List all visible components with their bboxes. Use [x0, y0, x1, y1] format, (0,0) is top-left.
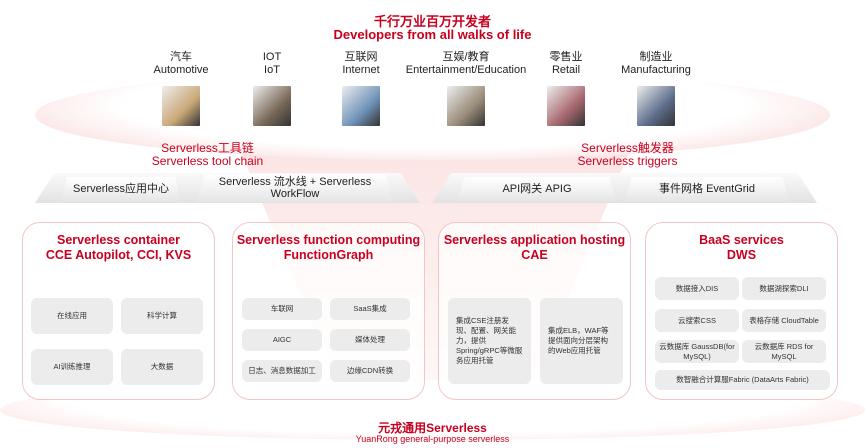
toolchain-title-en: Serverless tool chain: [151, 154, 264, 168]
industry-image: [342, 86, 380, 126]
card-title-line2: DWS: [726, 248, 757, 262]
service-tile[interactable]: 媒体处理: [330, 329, 410, 351]
industry-label-cn: 制造业: [639, 51, 673, 63]
triggers-title-en: Serverless triggers: [577, 154, 678, 168]
service-tile[interactable]: 表格存储 CloudTable: [742, 309, 826, 332]
card-title-line2: CAE: [521, 248, 548, 262]
service-tile[interactable]: 数智融合计算服Fabric (DataArts Fabric): [655, 370, 830, 390]
industry-label-en: Entertainment/Education: [405, 64, 527, 76]
card-title-line1: Serverless container: [57, 233, 180, 247]
service-tile[interactable]: 日志、消息数据加工: [242, 360, 322, 382]
service-tile[interactable]: 云数据库 GaussDB(for MySQL): [655, 340, 739, 363]
toolchain-item-workflow[interactable]: Serverless 流水线 + Serverless WorkFlow: [197, 174, 393, 202]
service-tile[interactable]: 车联网: [242, 298, 322, 320]
toolchain-item-app-center[interactable]: Serverless应用中心: [62, 177, 180, 201]
industry-label-cn: IOT: [262, 51, 282, 63]
service-tile[interactable]: AI训练推理: [31, 349, 113, 385]
industry-label-en: Manufacturing: [621, 64, 691, 76]
service-tile[interactable]: 大数据: [121, 349, 203, 385]
industry-label-en: IoT: [264, 64, 280, 76]
industry-image: [547, 86, 585, 126]
industry-label-en: Automotive: [153, 64, 209, 76]
service-tile[interactable]: 集成CSE注册发现、配置、网关能力，提供Spring/gRPC等微服务应用托管: [448, 298, 531, 384]
service-tile[interactable]: 科学计算: [121, 298, 203, 334]
title-en: Developers from all walks of life: [333, 27, 532, 42]
industry-label-cn: 互娱/教育: [442, 51, 490, 63]
service-tile[interactable]: 数据接入DIS: [655, 277, 739, 300]
industry-label-en: Internet: [342, 64, 380, 76]
service-tile[interactable]: 集成ELB，WAF等提供面向分层架构的Web应用托管: [540, 298, 623, 384]
card-title-line2: CCE Autopilot, CCI, KVS: [45, 248, 192, 262]
triggers-title-cn: Serverless触发器: [581, 141, 674, 155]
toolchain-title-cn: Serverless工具链: [161, 141, 254, 155]
card-title-line1: BaaS services: [699, 233, 784, 247]
card-title-line1: Serverless function computing: [236, 233, 421, 247]
industry-label-cn: 汽车: [170, 51, 192, 63]
trigger-item-eventgrid[interactable]: 事件网格 EventGrid: [625, 177, 789, 201]
service-tile[interactable]: AIGC: [242, 329, 322, 351]
industry-image: [637, 86, 675, 126]
card-title-line1: Serverless application hosting: [443, 233, 626, 247]
industry-label-cn: 零售业: [549, 51, 583, 63]
title-cn: 千行万业百万开发者: [373, 14, 491, 29]
service-tile[interactable]: 边缘CDN转换: [330, 360, 410, 382]
footer-en: YuanRong general-purpose serverless: [355, 434, 510, 444]
industry-image: [447, 86, 485, 126]
service-tile[interactable]: 云数据库 RDS for MySQL: [742, 340, 826, 363]
service-tile[interactable]: 在线应用: [31, 298, 113, 334]
industry-label-cn: 互联网: [344, 51, 378, 63]
trigger-item-apig[interactable]: API网关 APIG: [458, 177, 616, 201]
card-title-line2: FunctionGraph: [283, 248, 374, 262]
service-tile[interactable]: 数据湖探索DLI: [742, 277, 826, 300]
service-tile[interactable]: 云搜索CSS: [655, 309, 739, 332]
service-tile[interactable]: SaaS集成: [330, 298, 410, 320]
industry-image: [253, 86, 291, 126]
industry-label-en: Retail: [551, 64, 581, 76]
industry-image: [162, 86, 200, 126]
footer-cn: 元戎通用Serverless: [378, 421, 487, 435]
